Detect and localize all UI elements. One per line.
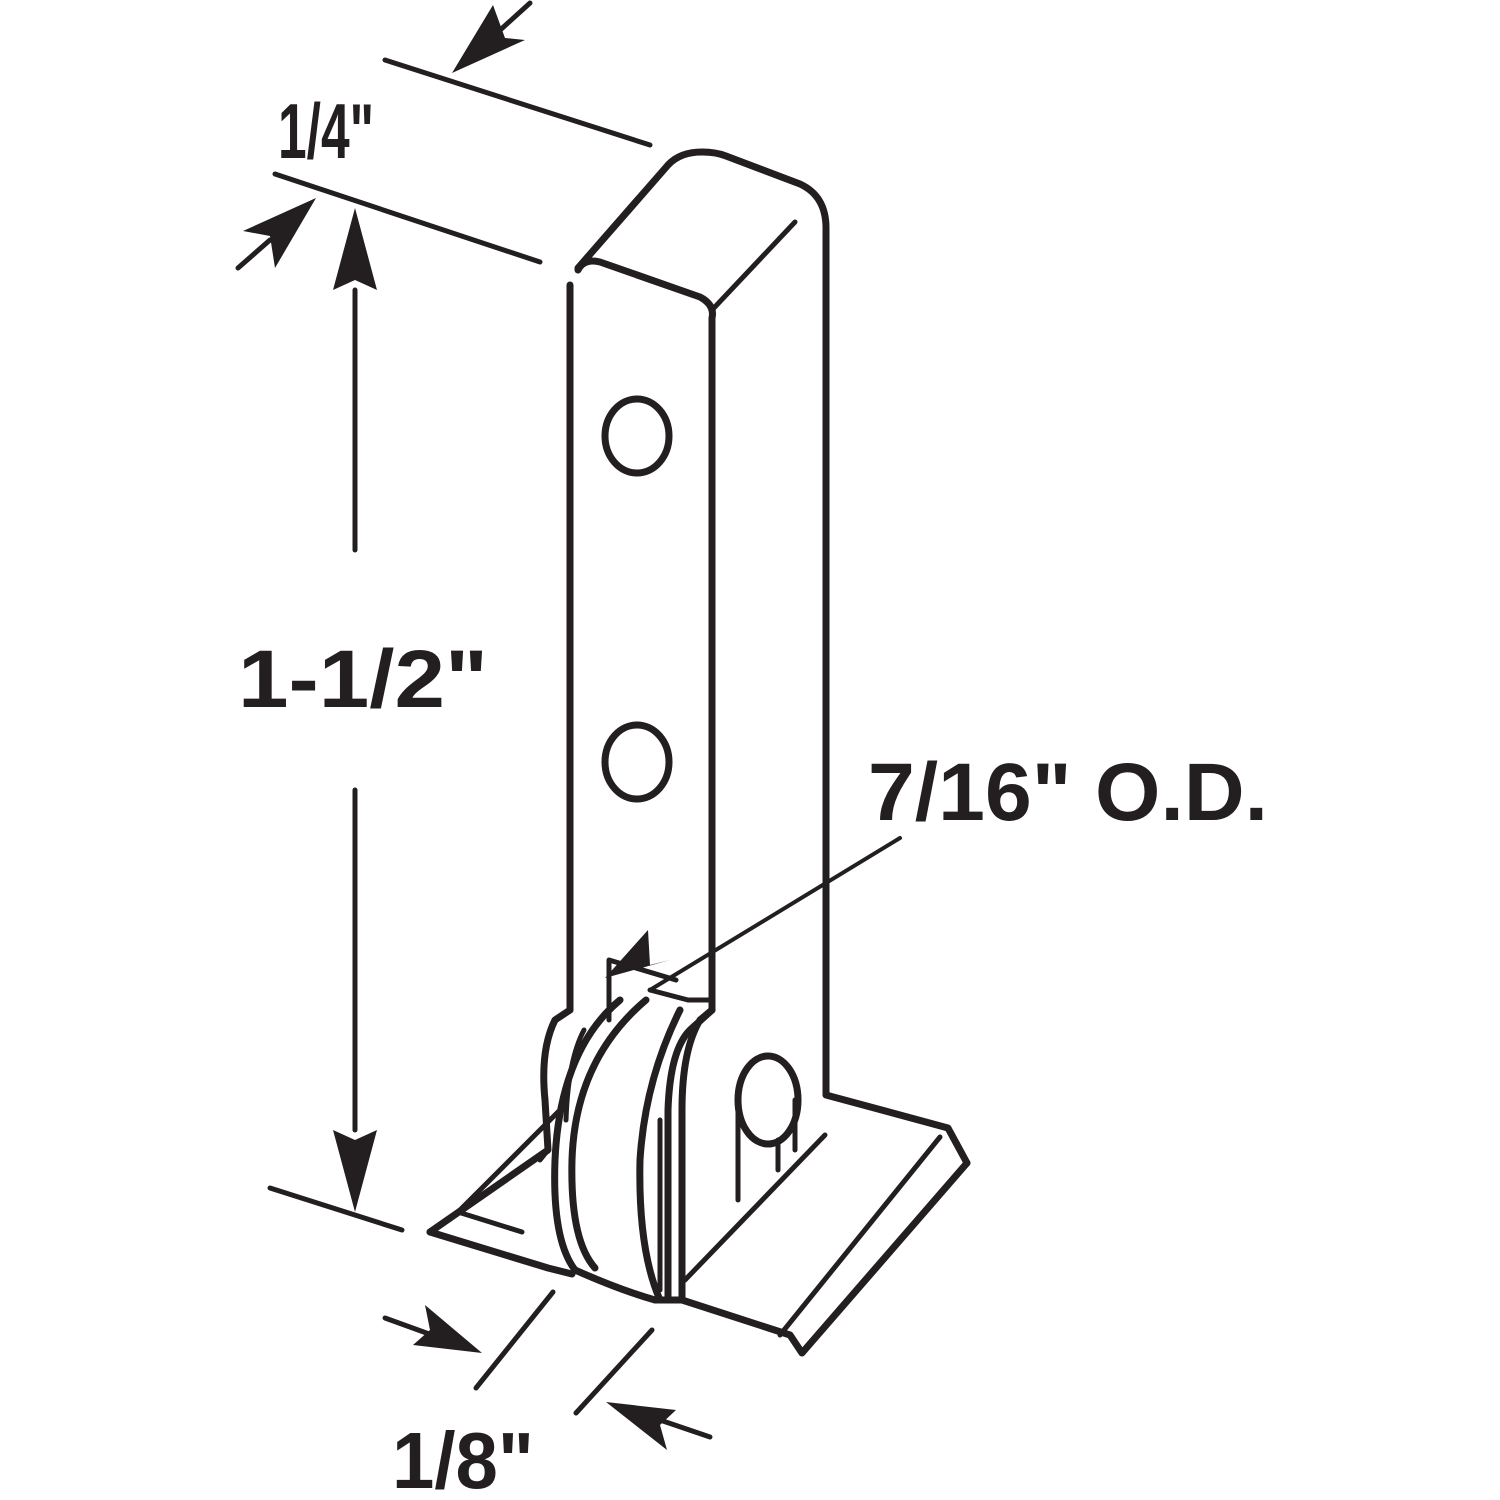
arrow-head-icon xyxy=(606,1402,676,1450)
arrow-head-icon xyxy=(452,5,525,73)
mounting-hole-lower xyxy=(601,721,673,803)
dimension-wheel-diameter xyxy=(605,836,902,992)
arrow-head-icon xyxy=(605,930,670,978)
dimension-height xyxy=(267,208,405,1233)
dimension-label-height: 1-1/2" xyxy=(238,634,488,725)
roller-assembly xyxy=(426,957,971,1357)
dimension-wheel-thickness xyxy=(382,1289,713,1450)
arrow-head-down-icon xyxy=(333,1130,377,1212)
arrow-head-icon xyxy=(243,198,316,268)
dimension-label-width: 1/4" xyxy=(278,87,374,175)
arrow-head-up-icon xyxy=(333,208,377,290)
arrow-head-icon xyxy=(413,1305,482,1353)
mounting-hole-upper xyxy=(601,395,673,477)
bracket-body xyxy=(566,148,971,1167)
dimension-label-diameter: 7/16" O.D. xyxy=(868,747,1268,838)
dimension-width-top xyxy=(235,0,653,271)
dimension-label-thickness: 1/8" xyxy=(392,1416,534,1500)
